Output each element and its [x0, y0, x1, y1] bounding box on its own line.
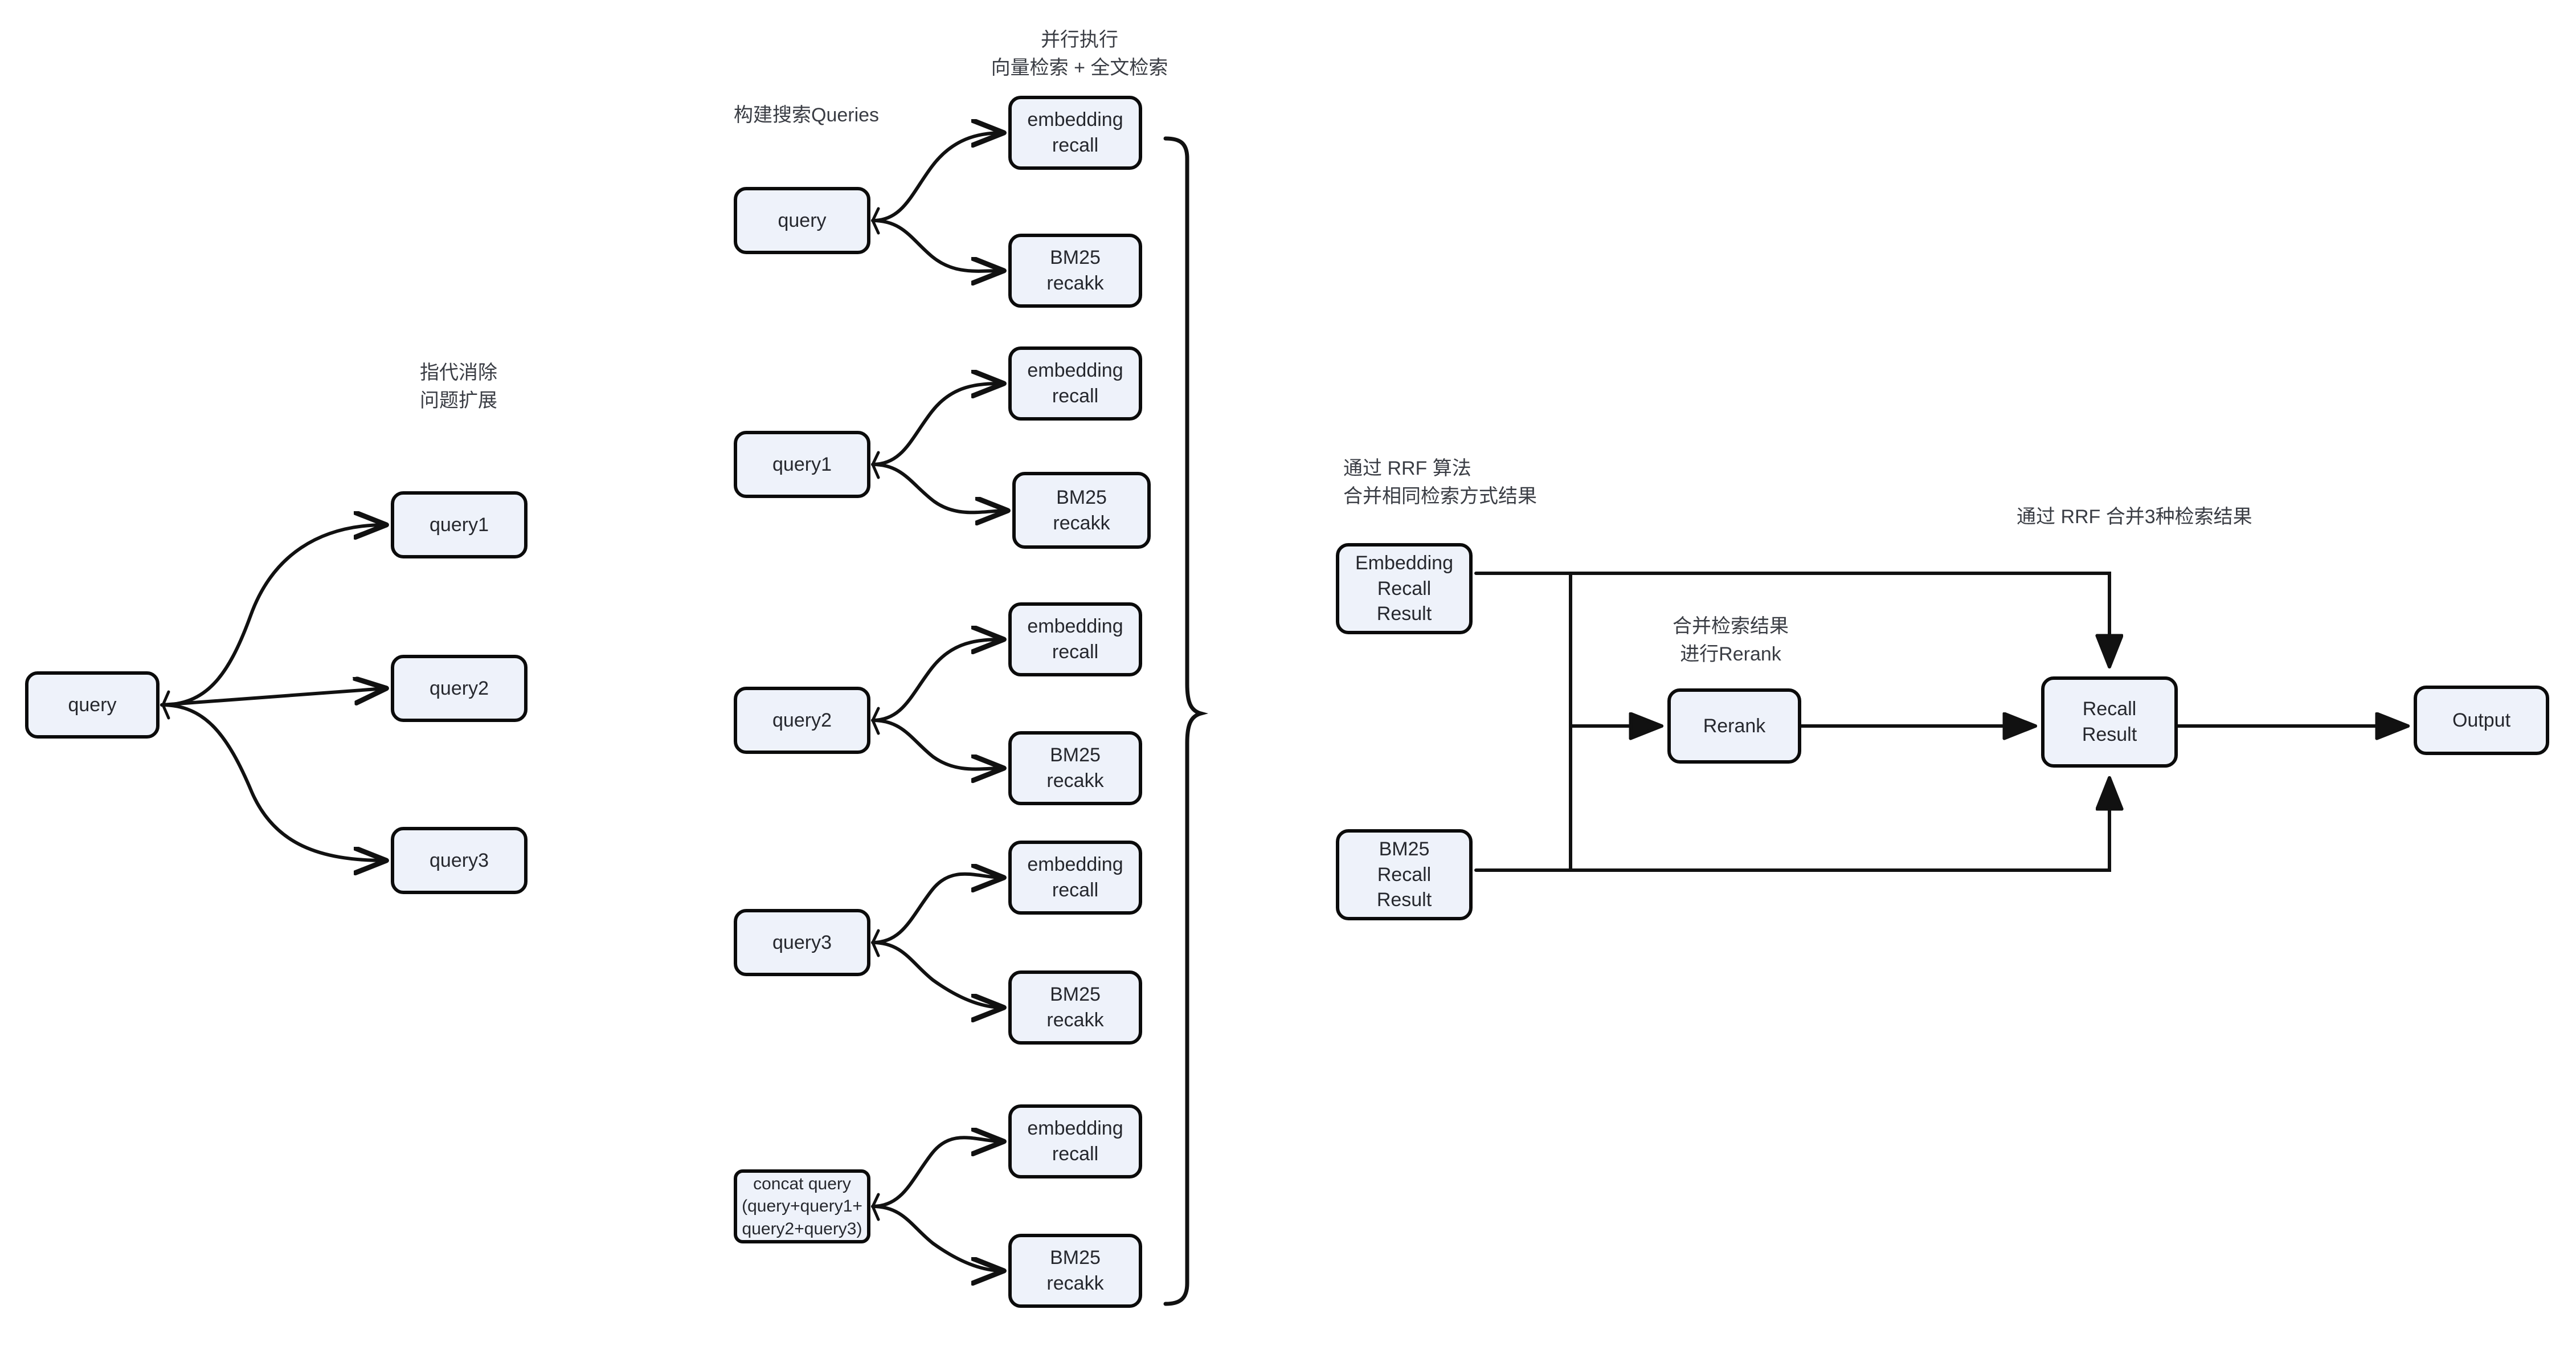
edge-query-to-query3 — [160, 703, 385, 860]
node-query3-g4[interactable]: query3 — [734, 909, 870, 976]
edge-g3-to-embedding — [871, 639, 1003, 722]
node-query-g1[interactable]: query — [734, 187, 870, 254]
caption-merge-rerank: 合并检索结果 进行Rerank — [1673, 615, 1789, 666]
edge-query-to-query2 — [160, 688, 385, 707]
node-rerank[interactable]: Rerank — [1667, 688, 1801, 764]
node-embedding-recall-g1[interactable]: embedding recall — [1008, 96, 1142, 170]
edge-g5-to-embedding — [871, 1137, 1003, 1208]
node-embedding-recall-g2[interactable]: embedding recall — [1008, 346, 1142, 421]
node-concat-query-g5[interactable]: concat query (query+query1+ query2+query… — [734, 1169, 870, 1243]
caption-coref-expand: 指代消除 问题扩展 — [420, 362, 497, 412]
edge-g2-to-embedding — [871, 384, 1003, 466]
edge-g1-to-embedding — [871, 133, 1003, 222]
caption-rrf-merge-same: 通过 RRF 算法 合并相同检索方式结果 — [1343, 458, 1537, 508]
caption-rrf-merge-3: 通过 RRF 合并3种检索结果 — [2017, 506, 2252, 528]
edge-g2-to-bm25 — [871, 463, 1007, 512]
edge-g4-to-bm25 — [871, 941, 1003, 1008]
node-query2-left[interactable]: query2 — [391, 655, 528, 722]
edge-bm25-result-to-recall-result — [1474, 776, 2109, 872]
edge-g5-to-bm25 — [871, 1205, 1003, 1271]
node-embedding-recall-result[interactable]: Embedding Recall Result — [1336, 543, 1473, 634]
node-embedding-recall-g4[interactable]: embedding recall — [1008, 841, 1142, 915]
node-bm25-recall-g1[interactable]: BM25 recakk — [1008, 234, 1142, 308]
node-query2-g3[interactable]: query2 — [734, 687, 870, 754]
node-bm25-recall-g3[interactable]: BM25 recakk — [1008, 731, 1142, 805]
edge-root-fan — [161, 690, 170, 720]
edge-g3-to-bm25 — [871, 719, 1003, 769]
node-recall-result[interactable]: Recall Result — [2041, 676, 2178, 768]
edge-embedding-result-to-recall-result — [1474, 572, 2109, 668]
node-bm25-recall-result[interactable]: BM25 Recall Result — [1336, 829, 1473, 920]
node-query1-left[interactable]: query1 — [391, 491, 528, 558]
node-bm25-recall-g4[interactable]: BM25 recakk — [1008, 970, 1142, 1045]
node-query1-g2[interactable]: query1 — [734, 431, 870, 498]
grouping-brace — [1163, 136, 1209, 1306]
node-bm25-recall-g2[interactable]: BM25 recakk — [1012, 472, 1151, 549]
edge-query-to-query1 — [160, 525, 385, 707]
node-query3-left[interactable]: query3 — [391, 827, 528, 894]
node-embedding-recall-g3[interactable]: embedding recall — [1008, 602, 1142, 676]
caption-parallel-exec: 并行执行 向量检索 + 全文检索 — [991, 29, 1168, 79]
caption-build-queries: 构建搜索Queries — [734, 104, 880, 126]
node-output[interactable]: Output — [2414, 686, 2549, 755]
edge-g1-to-bm25 — [871, 219, 1003, 271]
node-query-root[interactable]: query — [25, 671, 160, 739]
node-embedding-recall-g5[interactable]: embedding recall — [1008, 1104, 1142, 1178]
node-bm25-recall-g5[interactable]: BM25 recakk — [1008, 1234, 1142, 1308]
edge-g4-to-embedding — [871, 874, 1003, 944]
